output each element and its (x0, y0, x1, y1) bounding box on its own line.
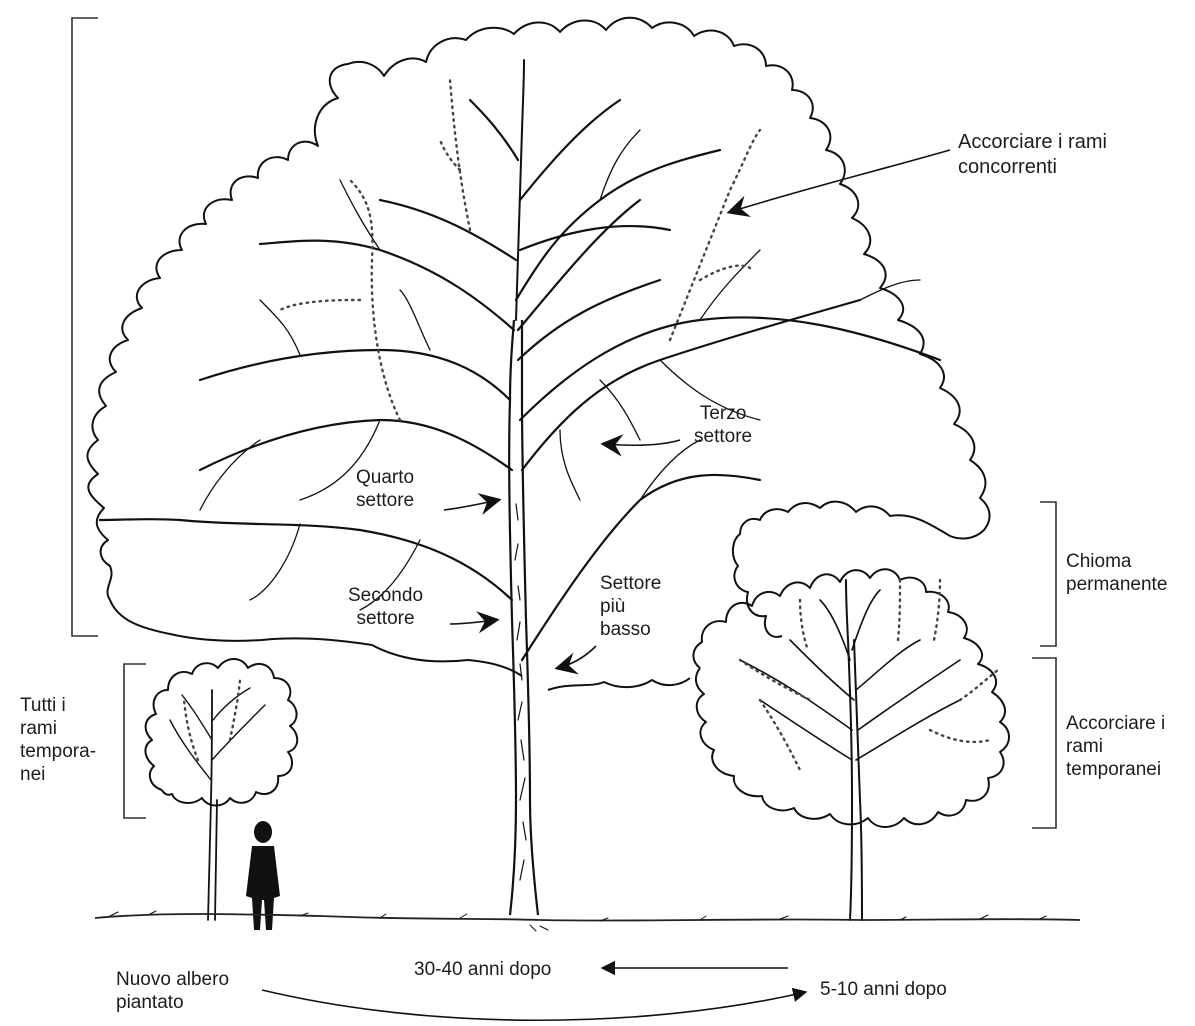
tutti-rami-bracket (123, 663, 146, 819)
label-tutti-rami-temporanei: Tutti i rami tempora- nei (20, 695, 97, 785)
arrow-to-5-10 (261, 987, 808, 1022)
label-5-10-anni: 5-10 anni dopo (820, 979, 947, 1000)
large-tree-crown-lower-right (732, 500, 951, 638)
left-tree-crown (144, 658, 299, 807)
ground-line (94, 913, 1081, 922)
label-settore-basso: Settore più basso (600, 573, 662, 640)
large-tree-trunk (508, 319, 540, 916)
large-tree-twigs (199, 129, 921, 611)
label-nuovo-albero: Nuovo albero piantato (116, 969, 230, 1013)
large-tree-crown-bottom (371, 644, 691, 691)
right-tree-dotted-branches (738, 578, 1000, 772)
label-accorciare-concorrenti: Accorciare i rami concorrenti (958, 131, 1107, 178)
large-tree-dotted-branches (278, 78, 762, 422)
chioma-permanente-bracket (1040, 501, 1057, 647)
large-tree-crown (86, 16, 991, 646)
arrow-terzo (600, 434, 681, 457)
left-tree-dotted-branches (182, 678, 242, 762)
person-silhouette (246, 821, 280, 930)
label-terzo-settore: Terzo settore (694, 403, 753, 447)
arrow-secondo (449, 611, 500, 634)
ground-texture (109, 910, 1047, 932)
arrow-quarto (443, 493, 502, 515)
large-tree-leader (515, 59, 525, 321)
label-quarto-settore: Quarto settore (356, 467, 415, 511)
label-accorciare-temporanei: Accorciare i rami temporanei (1066, 713, 1166, 780)
left-tree-trunk (207, 689, 218, 921)
label-secondo-settore: Secondo settore (348, 585, 424, 629)
label-30-40-anni: 30-40 anni dopo (414, 959, 552, 980)
arrow-basso (554, 645, 597, 675)
crown-bracket-left (71, 17, 98, 637)
right-tree-crown (692, 568, 1010, 828)
left-tree-branches (169, 687, 266, 781)
arrow-concorrenti (726, 149, 951, 218)
trunk-texture (514, 503, 527, 881)
accorciare-temporanei-bracket (1032, 657, 1057, 829)
right-tree-trunk (845, 579, 863, 921)
right-tree-branches (739, 589, 961, 761)
label-chioma-permanente: Chioma permanente (1066, 551, 1168, 595)
